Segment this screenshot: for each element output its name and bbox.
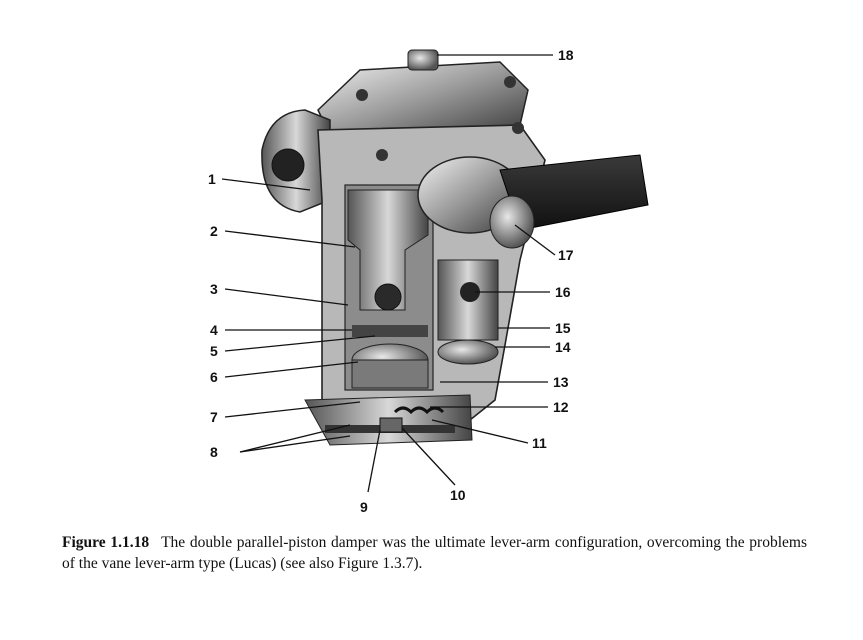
callout-3: 3 bbox=[210, 281, 218, 297]
callout-7: 7 bbox=[210, 409, 218, 425]
callout-1: 1 bbox=[208, 171, 216, 187]
callout-16: 16 bbox=[555, 284, 571, 300]
callout-14: 14 bbox=[555, 339, 571, 355]
callout-18: 18 bbox=[558, 47, 574, 63]
callout-10: 10 bbox=[450, 487, 466, 503]
callout-15: 15 bbox=[555, 320, 571, 336]
callout-9: 9 bbox=[360, 499, 368, 515]
callout-17: 17 bbox=[558, 247, 574, 263]
callout-4: 4 bbox=[210, 322, 218, 338]
caption-text: The double parallel-piston damper was th… bbox=[62, 534, 807, 572]
figure-label: Figure 1.1.18 bbox=[62, 534, 150, 551]
callout-6: 6 bbox=[210, 369, 218, 385]
callout-13: 13 bbox=[553, 374, 569, 390]
callout-8: 8 bbox=[210, 444, 218, 460]
damper-body bbox=[261, 49, 649, 446]
damper-cutaway-illustration: 18 1 2 3 4 5 6 7 8 9 10 11 12 13 14 15 1… bbox=[208, 47, 649, 515]
callout-12: 12 bbox=[553, 399, 569, 415]
callout-leaders bbox=[221, 54, 556, 493]
callout-11: 11 bbox=[532, 435, 547, 451]
callout-2: 2 bbox=[210, 223, 218, 239]
callout-labels: 18 1 2 3 4 5 6 7 8 9 10 11 12 13 14 15 1… bbox=[208, 47, 574, 515]
callout-5: 5 bbox=[210, 343, 218, 359]
